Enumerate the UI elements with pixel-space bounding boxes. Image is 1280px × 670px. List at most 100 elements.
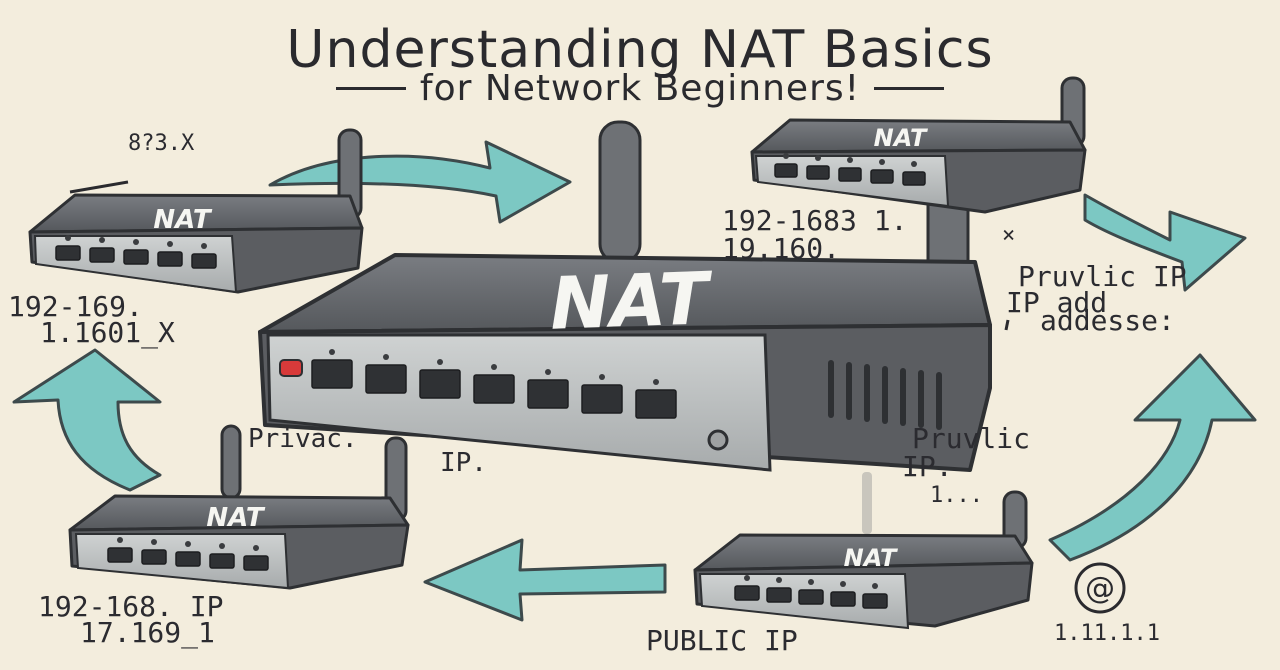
label-bottom-left-ip-1: 192-168. IP xyxy=(38,590,224,623)
label-public-center-1: Pruvlic xyxy=(912,422,1031,455)
port-led-dot xyxy=(151,539,157,545)
port-led-dot xyxy=(253,545,259,551)
ethernet-port-icon xyxy=(311,359,353,389)
subtitle-line-right xyxy=(874,86,945,90)
port-led-dot xyxy=(744,575,750,581)
label-top-right-ip-1: 192-1683 1. xyxy=(722,204,908,237)
port-led-dot xyxy=(491,364,497,370)
title: Understanding NAT Basics xyxy=(286,20,994,80)
label-public-center-2: IP. xyxy=(902,450,953,483)
ethernet-port-group xyxy=(734,575,888,609)
ethernet-port-icon xyxy=(862,593,888,609)
label-public-bottom: PUBLIC IP xyxy=(646,624,798,657)
ethernet-port-icon xyxy=(175,551,201,567)
ethernet-port-icon xyxy=(55,245,81,261)
label-top-left-tiny: 8?3.X xyxy=(128,131,195,156)
scribble-mark xyxy=(69,180,129,194)
antenna-icon xyxy=(862,472,872,534)
label-private-ip-1: Privac. xyxy=(248,424,358,454)
router-bottom-left-label: NAT xyxy=(206,503,265,533)
ethernet-port-group xyxy=(311,349,677,419)
port-led-dot xyxy=(879,159,885,165)
ethernet-port-icon xyxy=(902,171,926,186)
label-top-right-ip-2: 19.160. xyxy=(722,232,841,265)
curved-arrow-icon xyxy=(1048,353,1257,562)
ethernet-port-icon xyxy=(870,169,894,184)
ethernet-port-icon xyxy=(774,163,798,178)
port-led-dot xyxy=(65,235,71,241)
ethernet-port-icon xyxy=(766,587,792,603)
svg-text:@: @ xyxy=(1085,571,1115,606)
ethernet-port-icon xyxy=(838,167,862,182)
ethernet-port-icon xyxy=(473,374,515,404)
ethernet-port-icon xyxy=(107,547,133,563)
subtitle-line-left xyxy=(335,86,406,90)
port-led-dot xyxy=(219,543,225,549)
ethernet-port-icon xyxy=(191,253,217,269)
antenna-icon xyxy=(220,424,242,500)
port-led-dot xyxy=(167,241,173,247)
port-led-dot xyxy=(437,359,443,365)
port-led-dot xyxy=(776,577,782,583)
ethernet-port-icon xyxy=(830,591,856,607)
port-led-dot xyxy=(872,583,878,589)
router-top-right: NAT xyxy=(750,76,1087,214)
router-bottom-right: NAT xyxy=(693,472,1034,630)
ethernet-port-icon xyxy=(243,555,269,571)
label-public-ip-3: addesse: xyxy=(1040,304,1175,337)
ethernet-port-icon xyxy=(209,553,235,569)
scribble-mark xyxy=(1004,319,1010,331)
ethernet-port-icon xyxy=(635,389,677,419)
port-led-dot xyxy=(545,369,551,375)
curved-arrow-icon xyxy=(1083,193,1247,292)
vent-slots xyxy=(828,360,942,430)
router-main: NAT xyxy=(258,120,992,472)
ethernet-port-icon xyxy=(527,379,569,409)
subtitle: for Network Beginners! xyxy=(419,67,861,109)
port-led-dot xyxy=(133,239,139,245)
label-bottom-left-ip-2: 17.169_1 xyxy=(80,616,215,649)
subtitle-row: for Network Beginners! xyxy=(100,67,1180,109)
ethernet-port-group xyxy=(774,153,926,186)
port-led-dot xyxy=(653,379,659,385)
port-led-dot xyxy=(599,374,605,380)
port-led-dot xyxy=(201,243,207,249)
port-led-dot xyxy=(329,349,335,355)
ethernet-port-icon xyxy=(123,249,149,265)
label-left-ip-1: 192-169. xyxy=(8,290,143,323)
label-public-ip-1: Pruvlic IP xyxy=(1018,260,1187,293)
curved-arrow-icon xyxy=(423,538,667,622)
label-public-center-3: 1... xyxy=(930,483,983,508)
port-led-dot xyxy=(808,579,814,585)
curved-arrow-icon xyxy=(12,348,162,492)
label-left-ip-2: 1.1601_X xyxy=(40,316,175,349)
router-top-left-label: NAT xyxy=(153,205,212,235)
power-led-icon xyxy=(279,359,303,377)
ethernet-port-icon xyxy=(141,549,167,565)
router-top-right-label: NAT xyxy=(874,124,928,152)
port-led-dot xyxy=(911,161,917,167)
label-public-ip-2: IP add xyxy=(1006,286,1108,319)
ethernet-port-group xyxy=(107,537,269,571)
label-top-right-x: × xyxy=(1002,223,1016,248)
port-led-dot xyxy=(783,153,789,159)
ethernet-port-icon xyxy=(581,384,623,414)
at-sign-icon: @ xyxy=(1074,562,1126,614)
ethernet-port-icon xyxy=(734,585,760,601)
router-bottom-left: NAT xyxy=(68,424,410,590)
port-led-dot xyxy=(117,537,123,543)
router-bottom-right-label: NAT xyxy=(844,544,898,572)
ethernet-port-icon xyxy=(798,589,824,605)
port-led-dot xyxy=(185,541,191,547)
ethernet-port-icon xyxy=(806,165,830,180)
ethernet-port-icon xyxy=(365,364,407,394)
ethernet-port-icon xyxy=(89,247,115,263)
label-private-ip-2: IP. xyxy=(440,448,487,478)
port-led-dot xyxy=(847,157,853,163)
port-led-dot xyxy=(99,237,105,243)
router-main-label: NAT xyxy=(549,256,715,346)
ethernet-port-icon xyxy=(419,369,461,399)
port-led-dot xyxy=(383,354,389,360)
port-led-dot xyxy=(840,581,846,587)
